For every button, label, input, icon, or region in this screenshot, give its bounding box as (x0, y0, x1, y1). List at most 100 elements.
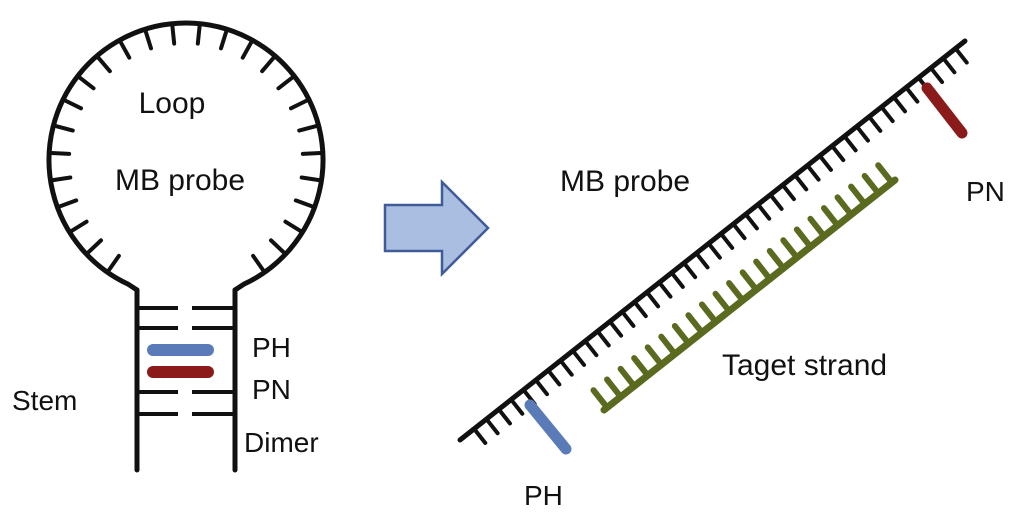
target-base-tick (739, 269, 760, 293)
stem-base-pairs (137, 306, 235, 416)
probe-base-tick (632, 300, 648, 319)
loop-base-tick (300, 150, 325, 156)
probe-base-tick (953, 46, 969, 65)
probe-base-tick (620, 309, 636, 328)
probe-base-tick (830, 143, 846, 163)
probe-base-tick (496, 407, 512, 426)
probe-base-tick (546, 368, 562, 387)
hairpin-probe-label: MB probe (115, 164, 245, 197)
target-base-tick (807, 215, 828, 240)
loop-base-tick (218, 27, 229, 51)
probe-base-tick (484, 417, 500, 436)
target-strand-label: Taget strand (722, 349, 887, 382)
probe-base-tick (941, 56, 957, 75)
target-base-tick (834, 194, 855, 218)
probe-base-tick (657, 280, 673, 299)
loop-base-tick (240, 38, 255, 60)
probe-pn-label: PN (966, 176, 1005, 207)
probe-base-tick (768, 192, 784, 211)
probe-base-tick (719, 231, 735, 250)
target-strand (600, 176, 899, 414)
loop-base-tick (170, 21, 177, 46)
probe-base-tick (706, 241, 722, 260)
target-base-tick (631, 355, 651, 379)
loop-base-tick (288, 97, 311, 111)
probe-base-tick (891, 95, 908, 114)
target-base-tick (820, 205, 841, 229)
target-base-tick (685, 312, 706, 336)
loop-base-tick (55, 198, 79, 210)
loop-label: Loop (139, 87, 206, 120)
target-base-tick (698, 301, 719, 325)
loop-base-tick (48, 175, 73, 183)
loop-base-tick (251, 253, 267, 275)
target-base-tick (712, 290, 733, 315)
target-base-tick (617, 365, 638, 390)
loop-base-tick (61, 97, 84, 111)
probe-base-tick (595, 329, 611, 348)
loop-base-tick (47, 150, 72, 156)
stem-ph-label: PH (252, 332, 291, 363)
probe-base-tick (928, 65, 945, 85)
target-base-tick (766, 247, 787, 272)
probe-base-tick (558, 358, 574, 377)
target-base-tick (604, 376, 624, 400)
probe-base-tick (879, 104, 895, 124)
target-base-tick (590, 387, 611, 411)
target-base-tick (848, 183, 868, 207)
probe-base-tick (817, 153, 833, 172)
target-base-tick (793, 226, 814, 250)
dimer-label: Dimer (244, 427, 319, 458)
probe-base-tick (731, 222, 747, 241)
loop-base-tick (269, 238, 288, 257)
probe-bases (472, 46, 969, 445)
probe-base-tick (583, 339, 599, 358)
probe-pn-marker (921, 82, 968, 139)
probe-base-tick (570, 348, 587, 367)
loop-base-tick (67, 219, 89, 235)
target-base-tick (861, 172, 882, 197)
target-bases (590, 162, 895, 411)
target-base-tick (726, 280, 746, 304)
probe-base-tick (694, 251, 710, 270)
probe-base-tick (472, 426, 488, 445)
target-base-tick (875, 162, 895, 186)
target-base-tick (644, 344, 665, 368)
probe-ph-marker (524, 399, 572, 455)
loop-base-tick (195, 21, 202, 46)
stem-pn-label: PN (252, 374, 291, 405)
probe-base-tick (669, 270, 685, 289)
target-base-tick (658, 333, 678, 357)
probe-base-tick (842, 134, 858, 153)
target-base-tick (753, 258, 773, 282)
loop-base-tick (283, 219, 305, 235)
loop-base-tick (117, 38, 132, 60)
hairpin-probe: Loop MB probe PH PN Stem Dimer (12, 20, 326, 473)
probe-ph-label: PH (524, 480, 563, 511)
loop-base-tick (84, 238, 103, 257)
loop-base-tick (143, 27, 154, 51)
probe-base-tick (780, 182, 796, 202)
probe-base-tick (533, 378, 550, 397)
loop-base-tick (293, 198, 317, 210)
probe-base-tick (509, 397, 525, 416)
probe-base-tick (904, 85, 920, 104)
hybridized-probe: MB probe PN Taget strand PH (457, 38, 1005, 511)
loop-base-tick (51, 123, 75, 133)
loop-bases (47, 21, 325, 275)
probe-base-tick (867, 114, 883, 133)
probe-base-tick (681, 261, 698, 280)
target-base-tick (780, 237, 800, 261)
loop-base-tick (276, 74, 297, 91)
loop-base-tick (297, 123, 321, 133)
probe-base-tick (607, 319, 624, 338)
stem-label: Stem (12, 385, 77, 416)
probe-base-tick (743, 212, 759, 231)
loop-base-tick (75, 74, 96, 91)
probe-base-tick (793, 173, 809, 192)
loop-base-tick (94, 53, 112, 74)
probe-base-tick (644, 290, 661, 309)
probe-base-tick (756, 202, 772, 221)
